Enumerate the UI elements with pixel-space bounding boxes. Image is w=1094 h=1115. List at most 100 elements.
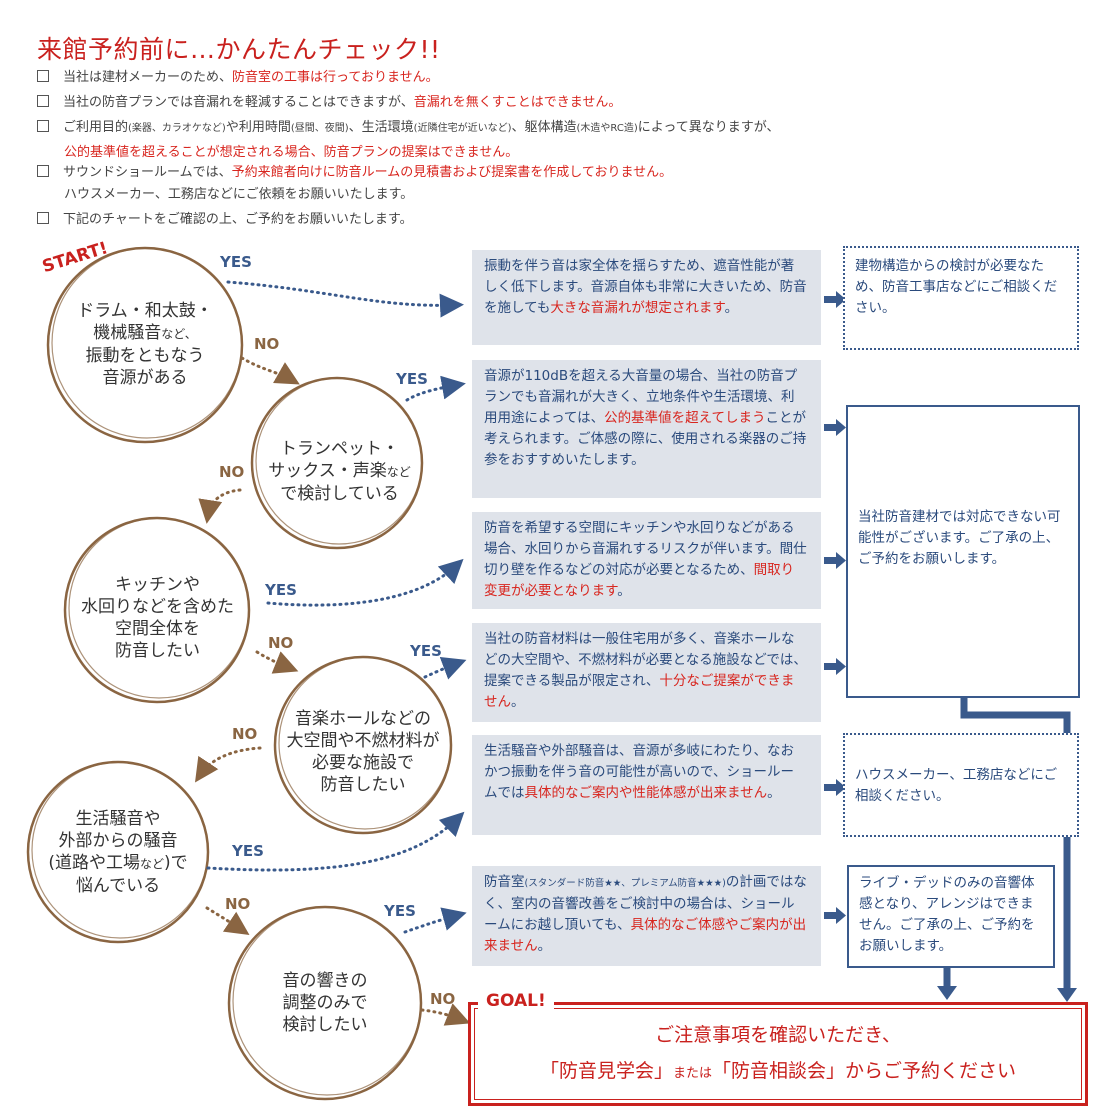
circle-line: 音の響きの — [282, 971, 368, 991]
explanation-box: 防音を希望する空間にキッチンや水回りなどがある場合、水回りから音漏れするリスクが… — [472, 512, 821, 609]
goal-text-small: または — [672, 1066, 712, 1081]
circle-note: など — [386, 465, 411, 479]
result-box-acoustic-only: ライブ・デッドのみの音響体感となり、アレンジはできません。ご了承の上、ご予約をお… — [847, 865, 1055, 968]
box-text: 振動を伴う音は家全体を揺らすため、遮音性能が著しく低下します。音源自体も非常に大… — [484, 258, 807, 316]
yes-label: YES — [220, 253, 252, 271]
circle-line: で検討している — [280, 484, 399, 504]
box-text: 生活騒音や外部騒音は、音源が多岐にわたり、なおかつ振動を伴う音の可能性が高いので… — [484, 743, 794, 801]
check-text: によって異なりますが、 — [637, 120, 780, 135]
goal-frame — [468, 1002, 1088, 1106]
check-note: (近隣住宅が近いなど) — [413, 123, 512, 134]
no-label: NO — [268, 634, 294, 652]
circle-line: 生活騒音や — [75, 809, 161, 829]
circle-line: サックス・声楽など — [257, 460, 422, 483]
box-text-red: 具体的なご案内や性能体感が出来ません — [524, 785, 768, 801]
circle-2-text: トランペット・ サックス・声楽など で検討している — [257, 438, 422, 505]
box-text-red: 間取り変更が必要となります — [484, 562, 795, 599]
circle-5-text: 生活騒音や 外部からの騒音 (道路や工場など)で 悩んでいる — [28, 808, 208, 897]
check-text: 当社は建材メーカーのため、 — [63, 70, 233, 85]
checklist-item: 当社は建材メーカーのため、防音室の工事は行っておりません。 — [37, 68, 439, 87]
yes-label: YES — [232, 842, 264, 860]
page-title: 来館予約前に…かんたんチェック!! — [37, 35, 441, 64]
check-text: 下記のチャートをご確認の上、ご予約をお願いいたします。 — [63, 212, 413, 227]
check-text: 当社の防音プランでは音漏れを軽減することはできますが、 — [63, 95, 414, 110]
no-label: NO — [225, 895, 251, 913]
circle-line: (道路や工場など)で — [28, 852, 208, 875]
checkbox-icon — [37, 70, 49, 82]
check-text: ハウスメーカー、工務店などにご依頼をお願いいたします。 — [64, 187, 414, 202]
circle-line: 調整のみで — [282, 993, 368, 1013]
explanation-box: 防音室(スタンダード防音★★、プレミアム防音★★★)の計画ではなく、室内の音響改… — [472, 866, 821, 966]
yes-label: YES — [384, 902, 416, 920]
checkbox-icon — [37, 95, 49, 107]
box-text: 。 — [767, 785, 781, 801]
box-note: (スタンダード防音★★、プレミアム防音★★★) — [524, 878, 726, 889]
checklist-item: サウンドショールームでは、予約来館者向けに防音ルームの見積書および提案書を作成し… — [37, 163, 672, 204]
box-text: 防音室 — [484, 874, 525, 890]
goal-line-2: 「防音見学会」または「防音相談会」からご予約ください — [474, 1056, 1082, 1083]
circle-text: (道路や工場 — [48, 853, 140, 873]
circle-line: 必要な施設で — [312, 753, 414, 773]
goal-text: からご予約ください — [845, 1060, 1017, 1082]
circle-line: ドラム・和太鼓・ — [77, 301, 213, 321]
circle-line: 振動をともなう — [85, 346, 205, 366]
checkbox-icon — [37, 212, 49, 224]
box-text: 。 — [537, 938, 552, 954]
circle-1-text: ドラム・和太鼓・ 機械騒音など、 振動をともなう 音源がある — [55, 300, 235, 389]
result-box-consult-contractor: 建物構造からの検討が必要なため、防音工事店などにご相談ください。 — [843, 246, 1079, 350]
circle-line: 音楽ホールなどの — [295, 709, 431, 729]
circle-3-text: キッチンや 水回りなどを含めた 空間全体を 防音したい — [65, 574, 250, 662]
box-text: 音源が110dBを超える大音量の場合、当社の防音プランでも音漏れが大きく、立地条… — [484, 368, 798, 426]
goal-inner-frame — [474, 1008, 1082, 1100]
check-text-red: 防音室の工事は行っておりません。 — [232, 70, 439, 85]
goal-lines — [943, 697, 1071, 990]
box-text: 。 — [511, 694, 525, 710]
circle-line: 防音したい — [115, 641, 200, 661]
explanation-box: 生活騒音や外部騒音は、音源が多岐にわたり、なおかつ振動を伴う音の可能性が高いので… — [472, 735, 821, 835]
goal-text: 「防音見学会」 — [539, 1060, 673, 1082]
no-label: NO — [219, 463, 245, 481]
checkbox-icon — [37, 165, 49, 177]
circle-text: 機械騒音 — [93, 323, 162, 343]
box-text-red: 公的基準値を超えてしまう — [604, 410, 766, 426]
result-box-consult-housemaker: ハウスメーカー、工務店などにご相談ください。 — [843, 733, 1079, 837]
box-text: 防音を希望する空間にキッチンや水回りなどがある場合、水回りから音漏れするリスクが… — [484, 520, 807, 578]
no-label: NO — [430, 990, 456, 1008]
goal-arrowheads — [937, 986, 1077, 1002]
check-text: ご利用目的 — [63, 120, 129, 135]
yes-label: YES — [410, 642, 442, 660]
no-label: NO — [254, 335, 280, 353]
circle-line: 大空間や不燃材料が — [286, 731, 440, 751]
circle-note: など、 — [161, 327, 197, 341]
circle-line: 空間全体を — [115, 619, 200, 639]
check-text-red: 予約来館者向けに防音ルームの見積書および提案書を作成しておりません。 — [231, 165, 673, 180]
checklist-item: ご利用目的(楽器、カラオケなど)や利用時間(昼間、夜間)、生活環境(近隣住宅が近… — [37, 118, 779, 162]
circle-line: キッチンや — [115, 575, 200, 595]
check-text: サウンドショールームでは、 — [63, 165, 232, 180]
checkbox-icon — [37, 120, 49, 132]
circles — [26, 246, 453, 1101]
explanation-box: 当社の防音材料は一般住宅用が多く、音楽ホールなどの大空間や、不燃材料が必要となる… — [472, 623, 821, 722]
box-text-red: 具体的なご体感やご案内が出来ません — [484, 917, 807, 954]
circle-line: 検討したい — [282, 1015, 368, 1035]
circle-text: )で — [164, 853, 188, 873]
box-text: ことが考えられます。ご体感の際に、使用される楽器のご持参をおすすめいたします。 — [484, 410, 807, 468]
goal-label: GOAL! — [478, 991, 554, 1011]
yes-label: YES — [396, 370, 428, 388]
circle-line: 音源がある — [102, 368, 188, 388]
circle-line: トランペット・ — [280, 439, 399, 459]
check-text-red: 音漏れを無くすことはできません。 — [413, 95, 622, 110]
check-text-red: 公的基準値を超えることが想定される場合、防音プランの提案はできません。 — [64, 145, 519, 160]
check-text: 、躯体構造 — [511, 120, 577, 135]
yes-label: YES — [265, 581, 297, 599]
circle-line: 悩んでいる — [75, 876, 161, 896]
goal-text: 「防音相談会」 — [712, 1060, 846, 1082]
circle-line: 防音したい — [320, 775, 406, 795]
checklist-item: 下記のチャートをご確認の上、ご予約をお願いいたします。 — [37, 210, 413, 229]
box-text-red: 大きな音漏れが想定されます — [550, 300, 725, 316]
box-text: 。 — [724, 300, 739, 316]
check-note: (昼間、夜間) — [290, 123, 349, 134]
circle-line: 水回りなどを含めた — [81, 597, 234, 617]
explanation-box: 振動を伴う音は家全体を揺らすため、遮音性能が著しく低下します。音源自体も非常に大… — [472, 250, 821, 345]
